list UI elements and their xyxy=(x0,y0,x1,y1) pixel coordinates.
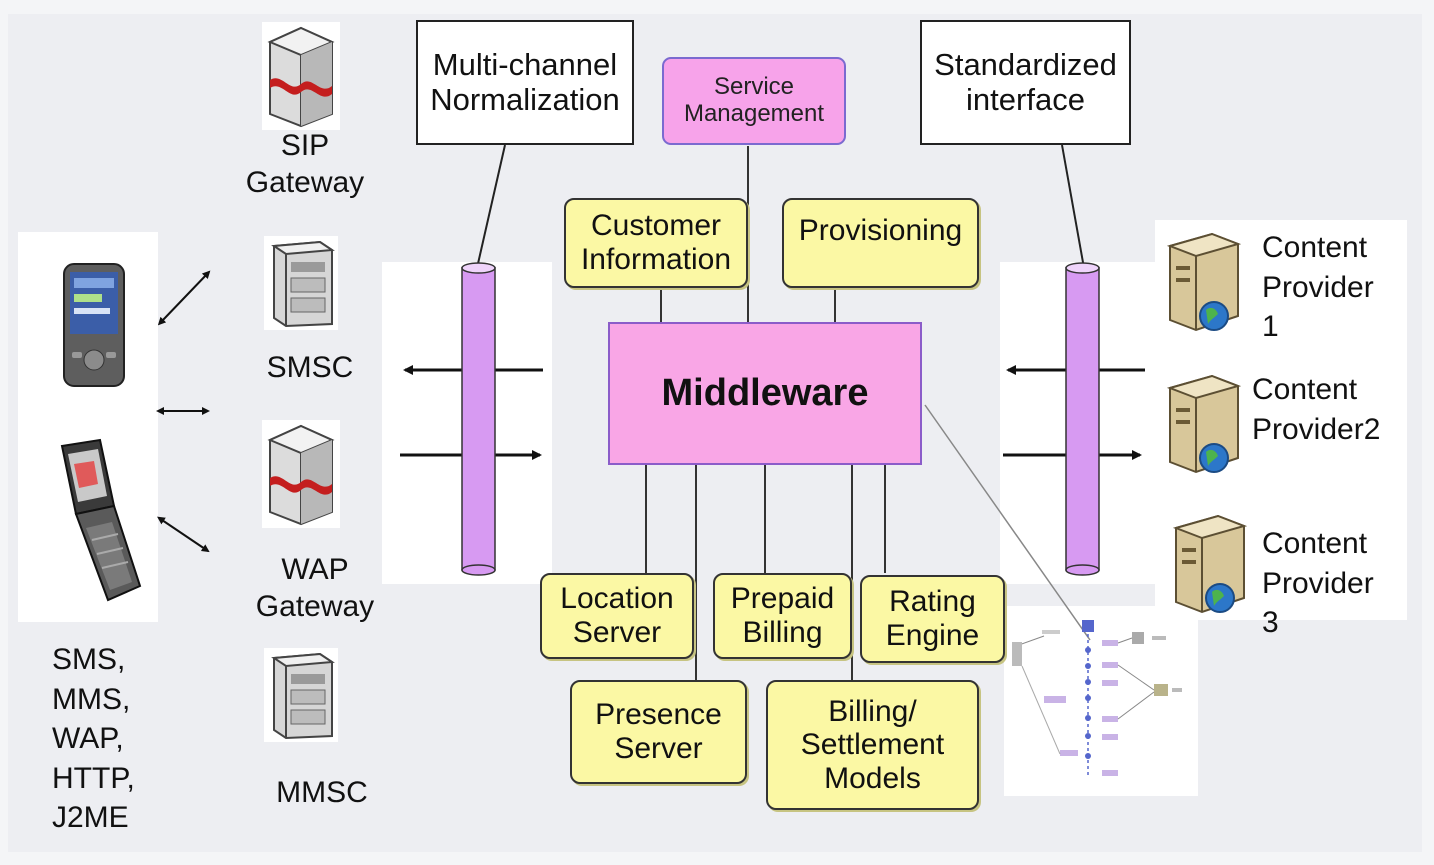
presence-server-box: Presence Server xyxy=(570,680,747,784)
standardized-leader xyxy=(1061,144,1085,269)
content-provider-2-label: Content Provider2 xyxy=(1252,373,1381,446)
content-provider-3-label: Content Provider 3 xyxy=(1262,527,1374,640)
billing-settlement-box: Billing/ Settlement Models xyxy=(766,680,979,810)
sip-gateway-label: SIP Gateway xyxy=(245,129,365,199)
mobile-phone-icon xyxy=(63,263,125,387)
middleware-box: Middleware xyxy=(608,322,922,465)
right-bus-cylinder xyxy=(1065,262,1100,576)
prepaid-billing-box: Prepaid Billing xyxy=(713,573,852,659)
protocols-label: SMS, MMS, WAP, HTTP, J2ME xyxy=(52,643,135,835)
wap-gateway-label: WAP Gateway xyxy=(255,553,375,623)
normalization-callout: Multi-channel Normalization xyxy=(416,20,634,145)
flip-phone-icon xyxy=(60,438,142,602)
mmsc-label: MMSC xyxy=(276,776,368,809)
service-management-box: Service Management xyxy=(662,57,846,145)
smsc-label: SMSC xyxy=(266,351,354,384)
server-tower-icon xyxy=(262,420,340,528)
phone-sip-arrow xyxy=(157,270,211,326)
network-thumbnail-icon xyxy=(1012,620,1182,776)
left-bus-cylinder xyxy=(461,262,496,576)
globe-server-icon xyxy=(1166,374,1242,474)
server-tower-icon xyxy=(262,22,340,130)
customer-information-box: Customer Information xyxy=(564,198,748,288)
globe-server-icon xyxy=(1172,514,1248,614)
normalization-leader xyxy=(476,144,506,269)
phone-wap-arrow xyxy=(157,516,210,553)
rating-engine-box: Rating Engine xyxy=(860,575,1005,663)
content-provider-1-label: Content Provider 1 xyxy=(1262,231,1374,344)
rack-server-icon xyxy=(264,236,338,330)
provisioning-box: Provisioning xyxy=(782,198,979,288)
globe-server-icon xyxy=(1166,232,1242,332)
location-server-box: Location Server xyxy=(540,573,694,659)
standardized-callout: Standardized interface xyxy=(920,20,1131,145)
rack-server-icon xyxy=(264,648,338,742)
thumbnail-leader xyxy=(924,404,1091,641)
